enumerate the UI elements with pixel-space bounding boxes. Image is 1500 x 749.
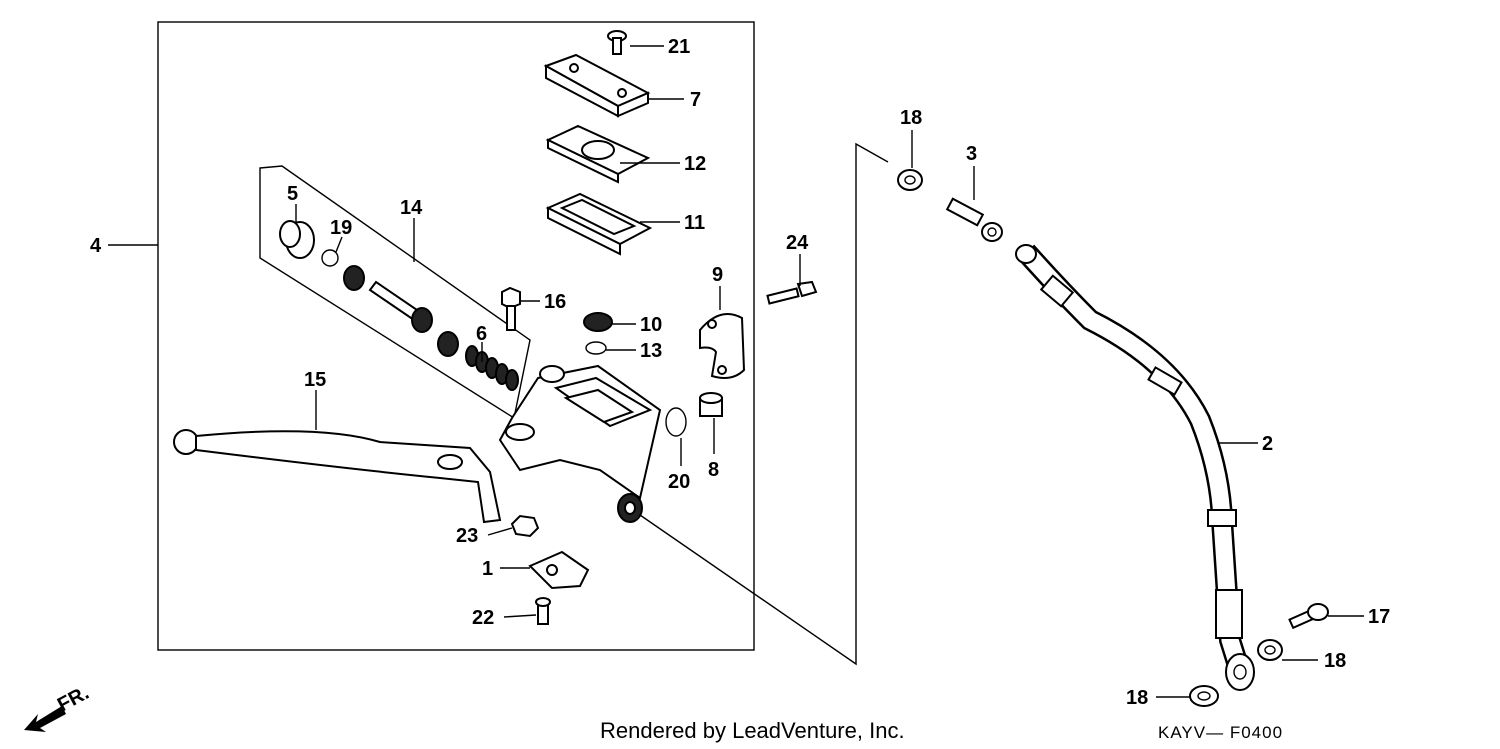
callout-labels: 21 7 12 11 4 5 19 14 16 10 13 6 9 24 15 … xyxy=(90,36,1390,709)
boot-5 xyxy=(279,220,315,259)
diaphragm-11 xyxy=(545,192,653,256)
callout-24: 24 xyxy=(786,232,809,254)
piston-assembly xyxy=(343,265,519,391)
callout-16: 16 xyxy=(544,291,566,313)
washer-18-right xyxy=(1257,639,1283,661)
callout-21: 21 xyxy=(668,36,690,58)
piston-kit-outline xyxy=(259,165,531,420)
cap-10 xyxy=(583,312,613,332)
washer-18-top xyxy=(897,169,923,191)
callout-10: 10 xyxy=(640,314,662,336)
bolt-24 xyxy=(766,280,818,305)
callout-4: 4 xyxy=(90,235,102,257)
brake-lever-15 xyxy=(173,429,502,524)
callout-18-bottom: 18 xyxy=(1126,687,1148,709)
callout-9: 9 xyxy=(712,264,723,286)
circlip-19 xyxy=(321,249,339,267)
switch-1 xyxy=(528,550,590,590)
callout-6: 6 xyxy=(476,323,487,345)
bolt-17 xyxy=(1288,603,1329,630)
callout-8: 8 xyxy=(708,459,719,481)
callout-12: 12 xyxy=(684,153,706,175)
callout-23: 23 xyxy=(456,525,478,547)
washer-18-bottom xyxy=(1189,685,1219,707)
pivot-bolt-16 xyxy=(501,286,521,331)
callout-7: 7 xyxy=(690,89,701,111)
callout-3: 3 xyxy=(966,143,977,165)
callout-1: 1 xyxy=(482,558,493,580)
spring-6 xyxy=(465,345,519,391)
callout-15: 15 xyxy=(304,369,326,391)
render-credit: Rendered by LeadVenture, Inc. xyxy=(600,718,905,743)
callout-20: 20 xyxy=(668,471,690,493)
diagram-code: KAYV— F0400 xyxy=(1158,723,1283,742)
screw-22 xyxy=(535,597,551,625)
callout-11: 11 xyxy=(684,212,705,234)
nut-23 xyxy=(510,514,540,538)
assembly-box xyxy=(157,21,755,651)
hose-connection-line xyxy=(639,142,889,666)
callout-22: 22 xyxy=(472,607,494,629)
callout-18-top: 18 xyxy=(900,107,922,129)
oring-13 xyxy=(585,341,607,355)
callout-17: 17 xyxy=(1368,606,1390,628)
callout-13: 13 xyxy=(640,340,662,362)
brake-hose-2 xyxy=(1015,244,1255,691)
callout-19: 19 xyxy=(330,217,352,239)
front-direction-arrow-icon: FR. xyxy=(24,682,93,732)
washer-20 xyxy=(665,407,687,437)
callout-2: 2 xyxy=(1262,433,1273,455)
cap-8 xyxy=(699,392,723,417)
screw-21 xyxy=(607,30,627,55)
callout-14: 14 xyxy=(400,197,423,219)
leader-lines xyxy=(295,45,1364,698)
callout-5: 5 xyxy=(287,183,298,205)
reservoir-cover-7 xyxy=(543,53,651,118)
fitting-3 xyxy=(945,197,1003,242)
diaphragm-plate-12 xyxy=(545,124,651,184)
master-cylinder-body xyxy=(498,364,662,523)
callout-18-right: 18 xyxy=(1324,650,1346,672)
holder-9 xyxy=(699,313,746,379)
